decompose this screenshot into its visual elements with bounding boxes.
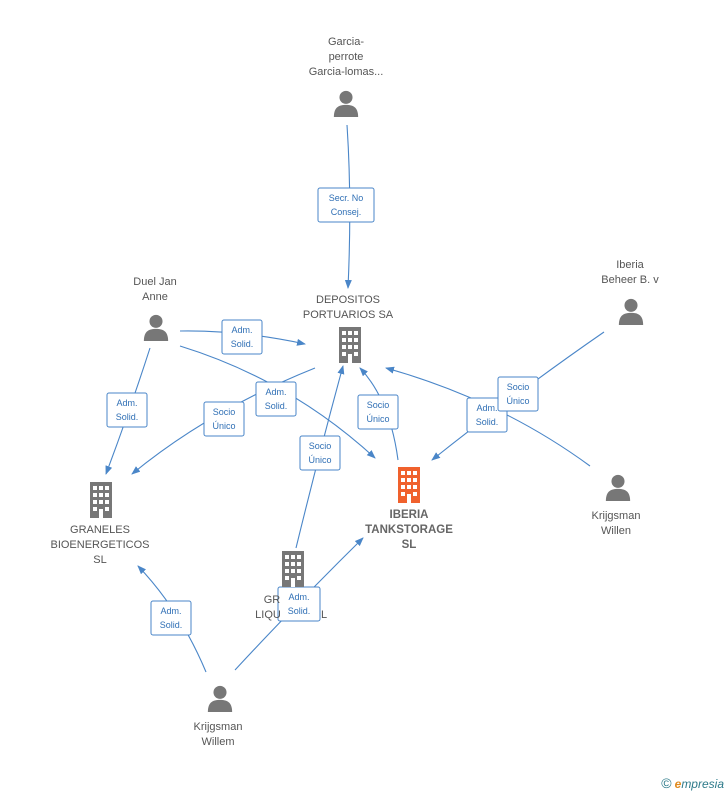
node-iberia-beheer[interactable]: Iberia Beheer B. v [601,259,659,325]
edge-label-e11[interactable]: Adm. Solid. [277,586,321,622]
svg-text:DEPOSITOS: DEPOSITOS [316,294,380,306]
brand-text: mpresia [681,777,724,791]
edge-label-e2[interactable]: Adm. Solid. [221,319,263,355]
building-icon [90,482,112,518]
node-graneles-liquidos[interactable]: GR LIQU L [255,551,327,621]
svg-text:Solid.: Solid. [116,412,139,422]
svg-text:Krijgsman: Krijgsman [194,721,243,733]
edge-labels: Secr. No Consej. Adm. Solid. Adm. Solid.… [106,187,539,636]
svg-text:Adm.: Adm. [476,403,497,413]
svg-text:Único: Único [212,421,235,431]
edge-label-e5[interactable]: Socio Único [203,401,245,437]
svg-text:LIQU: LIQU [255,609,281,621]
svg-text:BIOENERGETICOS: BIOENERGETICOS [50,539,149,551]
person-icon [618,298,644,325]
node-garcia[interactable]: Garcia- perrote Garcia-lomas... [309,36,384,117]
svg-text:SL: SL [93,554,106,566]
person-icon [605,474,631,501]
edge-label-e1[interactable]: Secr. No Consej. [317,187,375,223]
svg-text:Willem: Willem [202,736,235,748]
svg-text:SL: SL [402,539,417,551]
svg-text:Consej.: Consej. [331,207,362,217]
svg-text:Solid.: Solid. [265,401,288,411]
node-graneles[interactable]: GRANELES BIOENERGETICOS SL [50,482,150,566]
svg-text:Adm.: Adm. [116,398,137,408]
edge-label-e7[interactable]: Socio Único [299,435,341,471]
svg-text:Socio: Socio [367,400,390,410]
svg-text:Único: Único [366,414,389,424]
svg-text:Solid.: Solid. [160,620,183,630]
svg-text:Solid.: Solid. [231,339,254,349]
svg-text:Secr. No: Secr. No [329,193,364,203]
svg-text:Krijgsman: Krijgsman [592,510,641,522]
edge-label-e9[interactable]: Socio Único [497,376,539,412]
node-krijgsman-willen[interactable]: Krijgsman Willen [592,474,641,537]
svg-text:perrote: perrote [329,51,364,63]
node-iberia-tankstorage[interactable]: IBERIA TANKSTORAGE SL [365,467,453,551]
svg-text:Duel Jan: Duel Jan [133,276,176,288]
building-icon [398,467,420,503]
svg-text:Adm.: Adm. [288,592,309,602]
svg-text:IBERIA: IBERIA [390,509,429,521]
edge-label-e8[interactable]: Adm. Solid. [466,397,508,433]
svg-text:Garcia-: Garcia- [328,36,364,48]
brand-e: e [674,777,682,791]
edge-label-e10[interactable]: Adm. Solid. [150,600,192,636]
svg-text:Socio: Socio [507,382,530,392]
svg-text:Socio: Socio [309,441,332,451]
svg-text:Willen: Willen [601,525,631,537]
svg-text:Anne: Anne [142,291,168,303]
svg-text:TANKSTORAGE: TANKSTORAGE [365,524,453,536]
svg-text:GR: GR [264,594,281,606]
svg-text:Solid.: Solid. [288,606,311,616]
svg-text:Adm.: Adm. [265,387,286,397]
building-icon [339,327,361,363]
person-icon [333,90,359,117]
person-icon [143,314,169,341]
building-icon [282,551,304,587]
svg-text:Socio: Socio [213,407,236,417]
brand-logo: ©empresia [661,775,724,791]
edge-label-e3[interactable]: Adm. Solid. [255,381,297,417]
edge-label-e4[interactable]: Adm. Solid. [106,392,148,428]
edge-label-e6[interactable]: Socio Único [357,394,399,430]
svg-text:Iberia: Iberia [616,259,644,271]
svg-text:Adm.: Adm. [231,325,252,335]
svg-text:PORTUARIOS SA: PORTUARIOS SA [303,309,394,321]
node-depositos[interactable]: DEPOSITOS PORTUARIOS SA [303,294,394,363]
copyright-symbol: © [661,775,672,791]
svg-text:GRANELES: GRANELES [70,524,130,536]
svg-text:Beheer B. v: Beheer B. v [601,274,659,286]
node-duel[interactable]: Duel Jan Anne [133,276,177,341]
svg-text:Solid.: Solid. [476,417,499,427]
svg-text:Adm.: Adm. [160,606,181,616]
svg-text:L: L [321,609,327,621]
person-icon [207,685,233,712]
svg-text:Único: Único [308,455,331,465]
svg-text:Garcia-lomas...: Garcia-lomas... [309,66,384,78]
node-krijgsman-willem[interactable]: Krijgsman Willem [194,685,243,748]
svg-text:Único: Único [506,396,529,406]
